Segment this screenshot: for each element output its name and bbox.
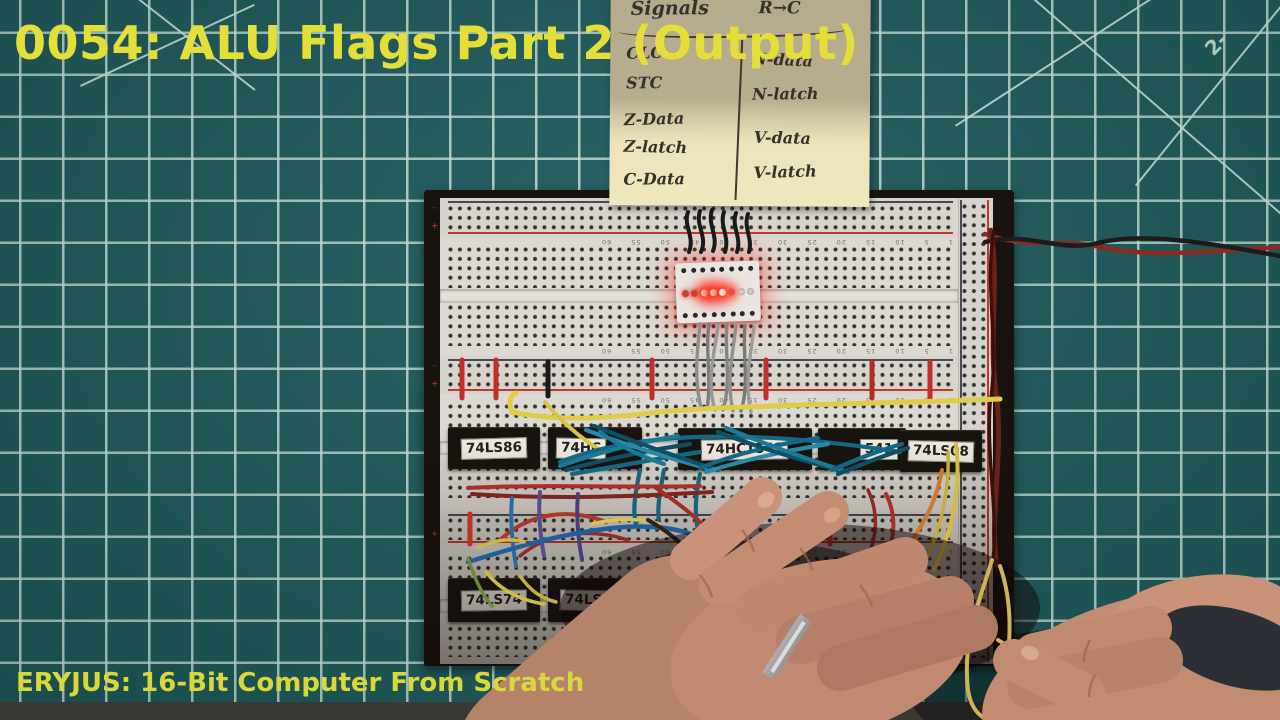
led-3 (709, 288, 717, 296)
led-bar-module (674, 260, 762, 324)
rail-line (448, 389, 953, 391)
led-7 (746, 287, 755, 295)
rail-minus-symbol: − (431, 202, 439, 212)
note-item: V-data (753, 127, 812, 148)
led-0 (681, 289, 690, 297)
led-pin-row-bottom (682, 310, 755, 319)
rail-plus-symbol: + (431, 378, 439, 388)
note-item: C-Data (623, 169, 685, 189)
led-2 (700, 288, 708, 297)
video-title-overlay: 0054: ALU Flags Part 2 (Output) (14, 16, 859, 70)
row-numbers: 1 5 10 15 20 25 30 35 40 45 50 55 60 (600, 396, 953, 404)
rail-holes (448, 206, 953, 230)
video-caption-overlay: ERYJUS: 16-Bit Computer From Scratch (16, 668, 585, 698)
led-pin-row-top (681, 265, 754, 274)
led-row (681, 287, 755, 297)
rail-plus-symbol: + (431, 220, 439, 230)
rail-holes (448, 363, 953, 387)
led-4 (719, 288, 727, 296)
note-item: STC (626, 73, 663, 93)
led-6 (737, 287, 745, 295)
rail-minus-symbol: − (431, 360, 439, 370)
row-numbers: 1 5 10 15 20 25 30 35 40 45 50 55 60 (600, 238, 953, 246)
led-1 (691, 289, 699, 297)
rail-line (448, 359, 953, 361)
note-item: V-latch (753, 161, 817, 183)
rail-line (448, 232, 953, 234)
row-numbers: 1 5 10 15 20 25 30 35 40 45 50 55 60 (600, 347, 953, 355)
note-item: Z-latch (623, 136, 688, 158)
note-item: Z-Data (623, 108, 685, 130)
mat-edge-strip (0, 702, 1280, 720)
led-5 (728, 287, 736, 296)
note-item: N-latch (751, 83, 819, 104)
board-shadow-gradient (424, 430, 1014, 666)
